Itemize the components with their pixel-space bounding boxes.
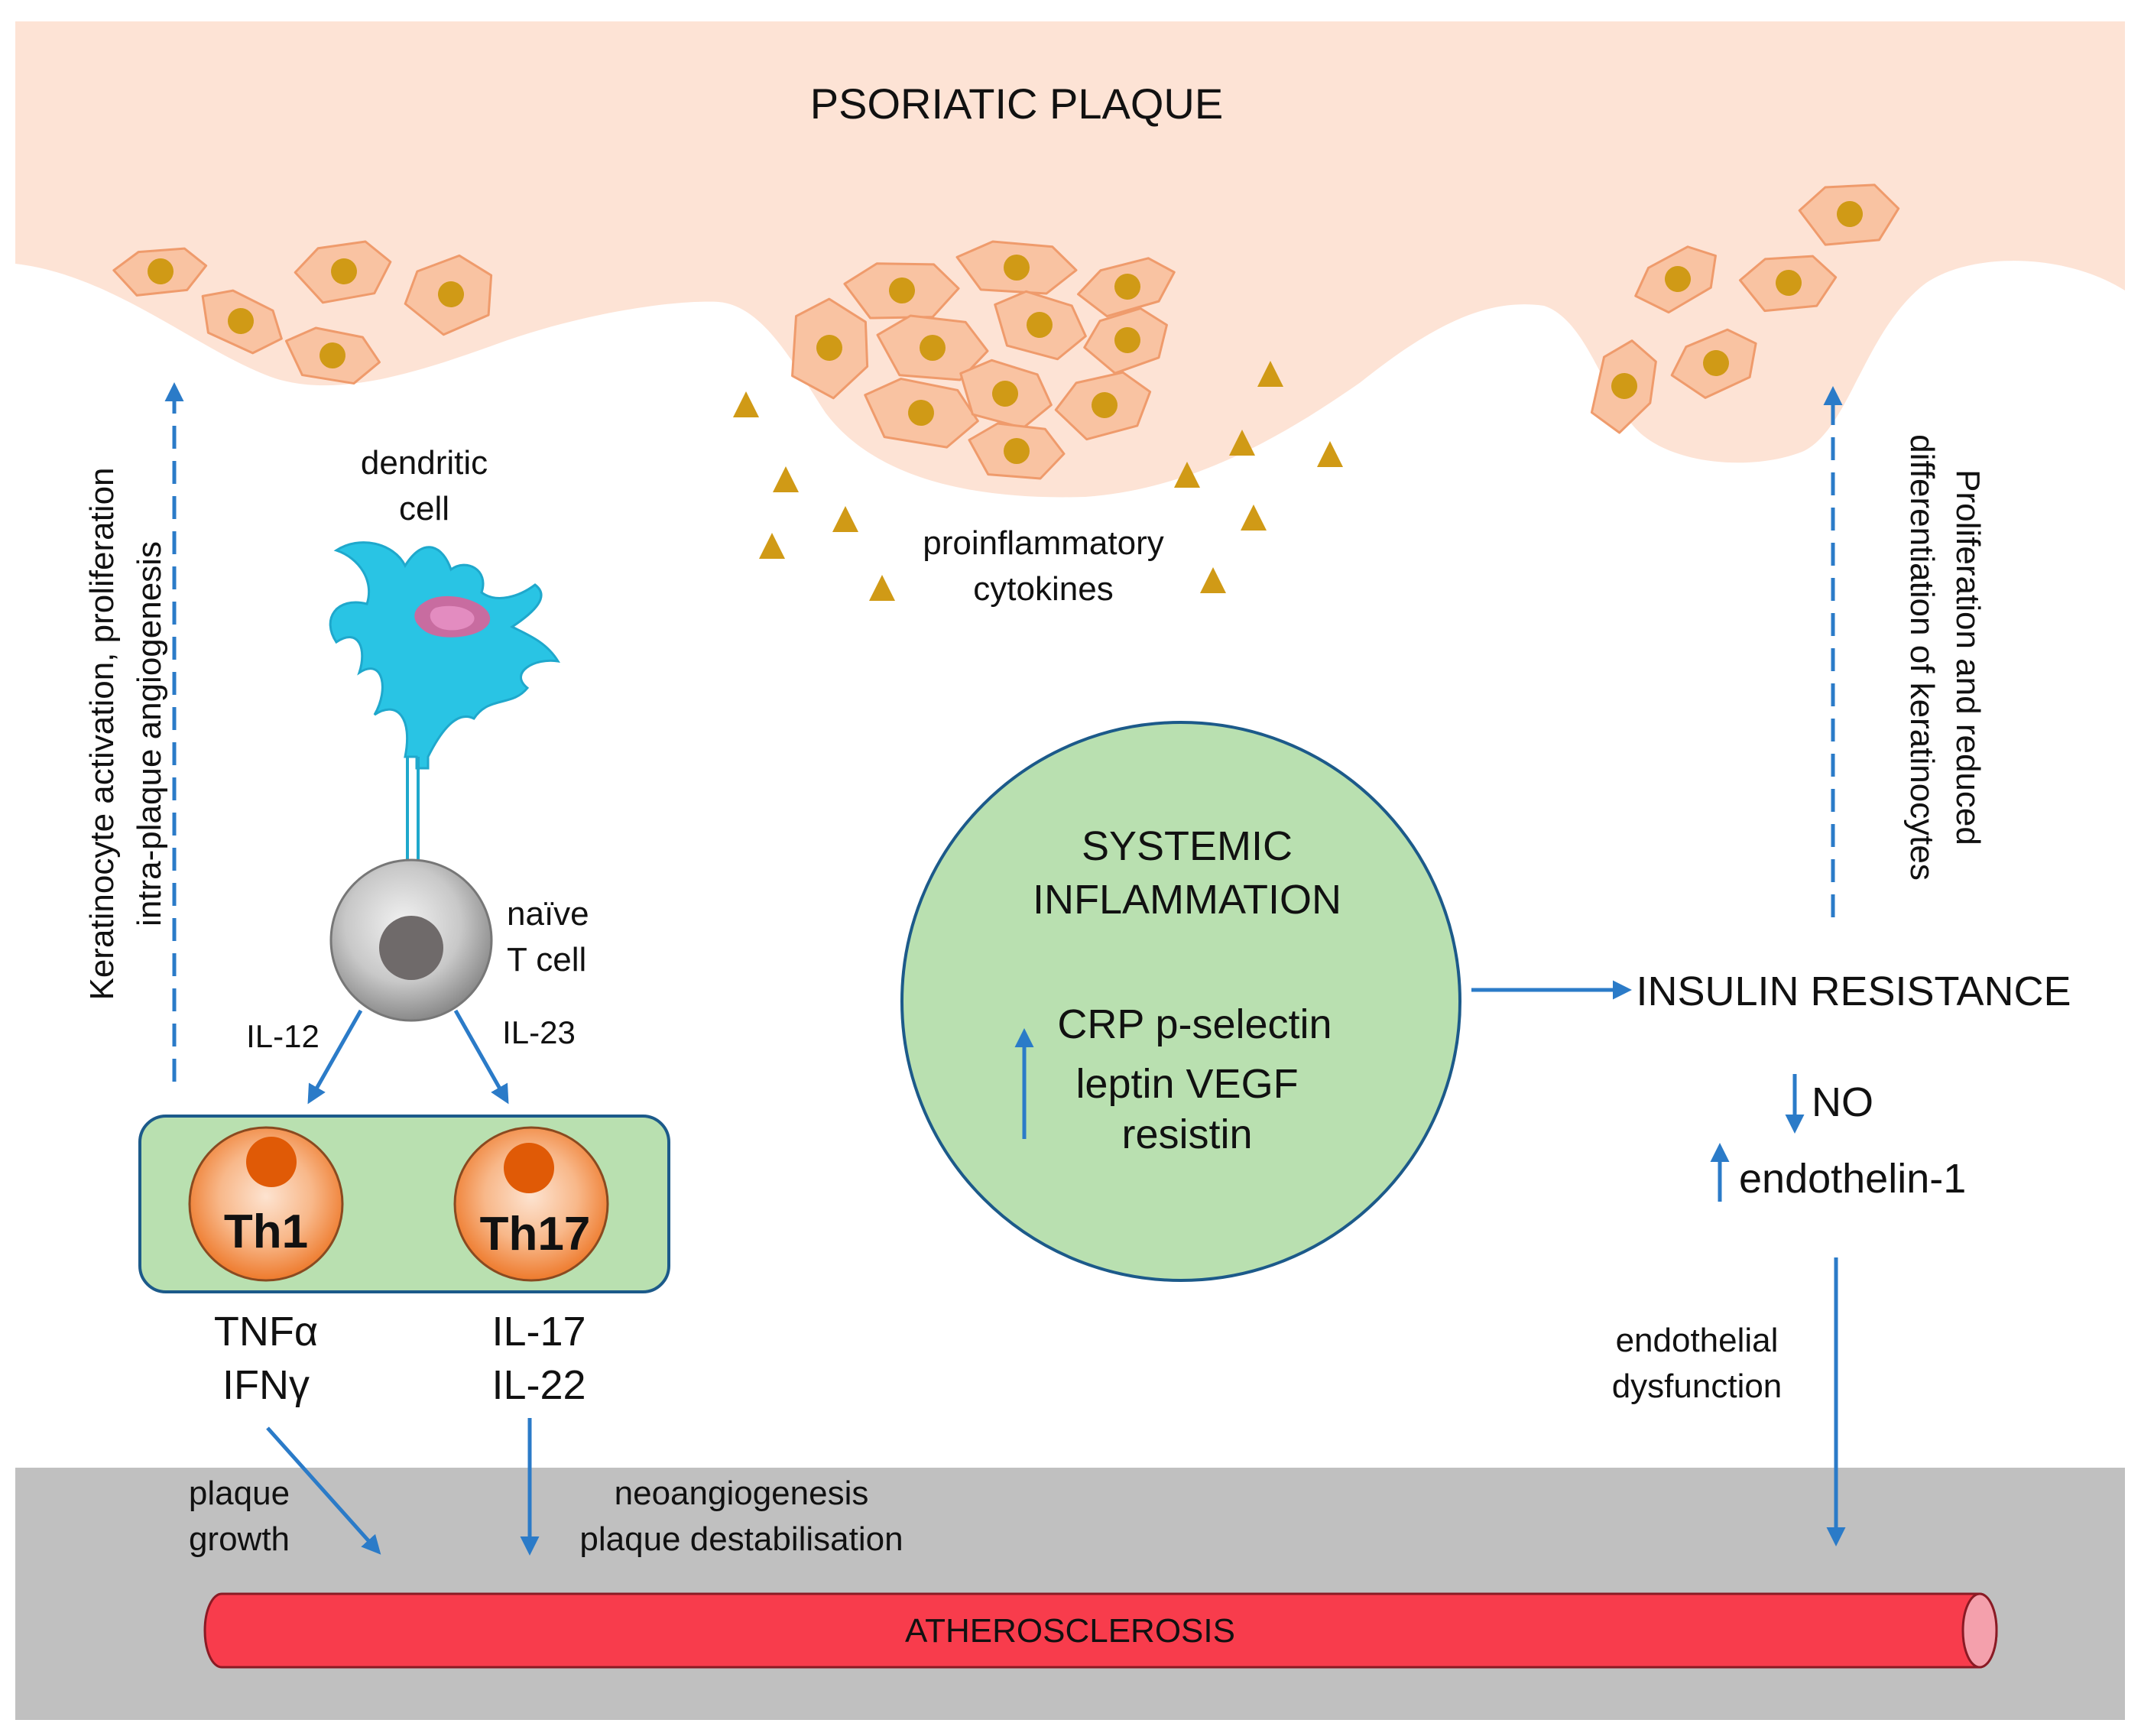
left-arrow-line1: Keratinocyte activation, proliferation: [83, 467, 121, 1000]
keratinocyte-icon: [876, 314, 989, 381]
cytokine-triangle-icon: [832, 506, 858, 532]
right-arrow-line2: differentiation of keratinocytes: [1903, 434, 1941, 881]
cytokine-triangle-icon: [1257, 361, 1283, 387]
psoriatic-plaque-skin: [15, 21, 2125, 498]
il22-label: IL-22: [491, 1362, 586, 1408]
keratinocyte-icon: [1798, 183, 1900, 246]
keratinocyte-icon: [864, 378, 979, 449]
no-label: NO: [1812, 1079, 1873, 1125]
right-arrow-line1: Proliferation and reduced: [1949, 469, 1987, 845]
atherosclerosis-vessel: [203, 1592, 1998, 1669]
plaque-growth-line2: growth: [189, 1520, 290, 1558]
keratinocyte-cluster: [112, 183, 1900, 480]
keratinocyte-icon: [112, 247, 208, 297]
tnf-alpha-label: TNFα: [214, 1309, 318, 1355]
systemic-inflammation-circle: [900, 721, 1461, 1282]
keratinocyte-icon: [843, 262, 960, 320]
keratinocyte-icon: [201, 289, 283, 355]
endothelial-label-line1: endothelial: [1616, 1322, 1779, 1359]
cytokine-triangle-icon: [773, 466, 799, 492]
systemic-markers-row1: CRP p-selectin: [1057, 1001, 1332, 1047]
plaque-growth-line1: plaque: [189, 1475, 290, 1512]
cytokine-triangle-icon: [1200, 567, 1226, 593]
naive-label-line2: T cell: [507, 941, 586, 978]
keratinocyte-icon: [404, 254, 493, 336]
cytokine-triangle-icon: [1174, 462, 1200, 488]
left-arrow-line2: intra-plaque angiogenesis: [131, 541, 168, 926]
keratinocyte-icon: [284, 326, 381, 385]
keratinocyte-icon: [1738, 255, 1838, 313]
keratinocyte-icon: [955, 240, 1078, 295]
dendritic-label-line1: dendritic: [361, 444, 488, 482]
systemic-markers-row3: resistin: [1121, 1111, 1252, 1157]
il17-label: IL-17: [491, 1309, 586, 1355]
dendritic-label-line2: cell: [399, 490, 449, 527]
neo-line2: plaque destabilisation: [579, 1520, 903, 1558]
keratinocyte-icon: [1076, 257, 1176, 318]
th17-cell-icon: [453, 1126, 609, 1282]
cytokine-triangle-icon: [733, 391, 759, 417]
cytokines-label-line2: cytokines: [973, 570, 1113, 608]
systemic-title-line1: SYSTEMIC: [1082, 823, 1293, 869]
atherosclerosis-label: ATHEROSCLEROSIS: [905, 1612, 1235, 1650]
keratinocyte-icon: [1590, 339, 1657, 434]
keratinocyte-icon: [1054, 371, 1152, 441]
cytokine-triangle-icon: [759, 533, 785, 559]
il23-label: IL-23: [502, 1014, 576, 1050]
il12-label: IL-12: [246, 1018, 320, 1054]
naive-t-cell-icon: [329, 858, 493, 1022]
cytokines-label-line1: proinflammatory: [923, 524, 1163, 562]
ifn-gamma-label: IFNγ: [222, 1362, 310, 1408]
systemic-title-line2: INFLAMMATION: [1033, 877, 1341, 923]
dendritic-cell-icon: [329, 541, 560, 860]
keratinocyte-icon: [1634, 245, 1717, 314]
cytokine-triangles: [733, 361, 1343, 601]
il23-arrow: [453, 1009, 509, 1105]
keratinocyte-icon: [294, 240, 392, 304]
cytokine-triangle-icon: [1241, 505, 1267, 531]
endothelin-label: endothelin-1: [1739, 1156, 1966, 1202]
keratinocyte-icon: [994, 290, 1087, 361]
keratinocyte-icon: [1083, 307, 1168, 375]
cytokine-triangle-icon: [1229, 430, 1255, 456]
th17-label: Th17: [480, 1208, 591, 1261]
keratinocyte-icon: [968, 422, 1066, 480]
systemic-markers-row2: leptin VEGF: [1075, 1061, 1298, 1107]
il12-arrow: [307, 1009, 363, 1105]
cytokine-triangle-icon: [869, 575, 895, 601]
insulin-resistance-label: INSULIN RESISTANCE: [1636, 969, 2071, 1014]
keratinocyte-icon: [791, 297, 869, 400]
th1-cell-icon: [188, 1126, 344, 1282]
th1-to-plaque-arrow: [266, 1426, 381, 1555]
neo-line1: neoangiogenesis: [615, 1475, 869, 1512]
naive-label-line1: naïve: [507, 895, 589, 933]
plaque-title: PSORIATIC PLAQUE: [810, 79, 1223, 128]
endothelial-label-line2: dysfunction: [1612, 1368, 1783, 1405]
keratinocyte-icon: [959, 359, 1053, 430]
cytokine-triangle-icon: [1317, 441, 1343, 467]
th1-label: Th1: [224, 1205, 308, 1258]
keratinocyte-icon: [1670, 328, 1757, 399]
